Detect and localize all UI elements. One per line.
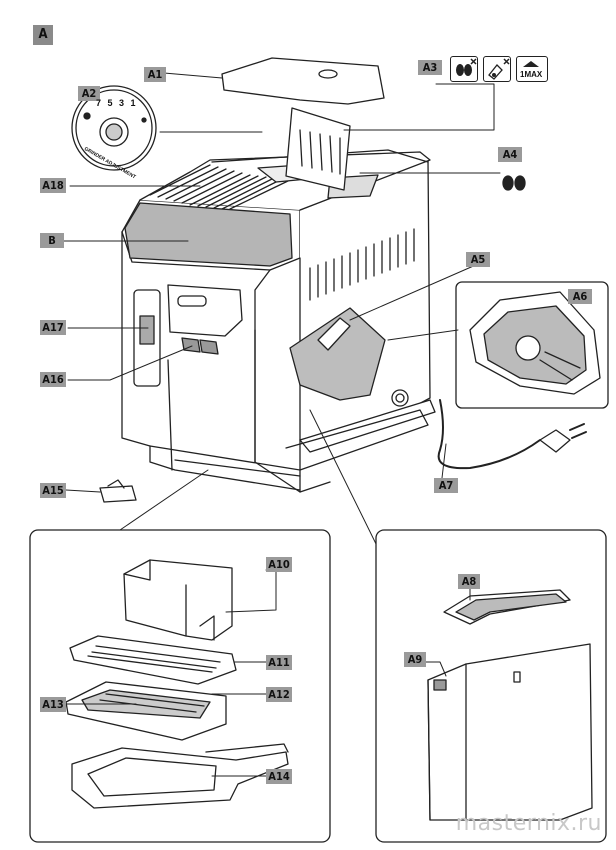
water-filter-a5 xyxy=(289,307,386,401)
label-a4: A4 xyxy=(498,147,522,162)
drip-tray-a12 xyxy=(65,681,227,741)
label-a6: A6 xyxy=(568,289,592,304)
coffee-beans-a4 xyxy=(502,175,526,191)
power-cable-a7 xyxy=(437,399,541,470)
label-a12: A12 xyxy=(266,687,292,702)
dial-numbers: 7 5 3 1 xyxy=(96,98,138,108)
label-a16: A16 xyxy=(40,372,66,387)
beans-icon xyxy=(450,56,478,82)
grinder-dial-a2 xyxy=(71,85,157,171)
watermark: masternix.ru xyxy=(455,811,602,836)
measure-scoop-icon: 1MAX xyxy=(516,56,548,82)
part-a15 xyxy=(99,485,137,503)
drip-tray-a14 xyxy=(71,743,289,809)
label-a9: A9 xyxy=(404,652,426,667)
water-tank-a9 xyxy=(427,643,593,821)
coffee-machine-body xyxy=(121,149,436,493)
label-a7: A7 xyxy=(434,478,458,493)
label-a10: A10 xyxy=(266,557,292,572)
label-a13: A13 xyxy=(40,697,66,712)
cup-grate-a11 xyxy=(69,635,237,685)
label-a1: A1 xyxy=(144,67,166,82)
side-vents xyxy=(309,228,415,301)
lid-a1 xyxy=(221,57,385,105)
label-a11: A11 xyxy=(266,655,292,670)
label-a14: A14 xyxy=(266,769,292,784)
ground-coffee-icon xyxy=(483,56,511,82)
label-a15: A15 xyxy=(40,483,66,498)
label-b: B xyxy=(40,233,64,248)
label-a3: A3 xyxy=(418,60,442,75)
figure-label: A xyxy=(33,25,53,45)
label-a2: A2 xyxy=(78,86,100,101)
label-a5: A5 xyxy=(466,252,490,267)
label-a17: A17 xyxy=(40,320,66,335)
label-a8: A8 xyxy=(458,574,480,589)
grounds-container-a10 xyxy=(123,559,233,641)
leader-lines xyxy=(63,72,501,493)
label-a18: A18 xyxy=(40,178,66,193)
